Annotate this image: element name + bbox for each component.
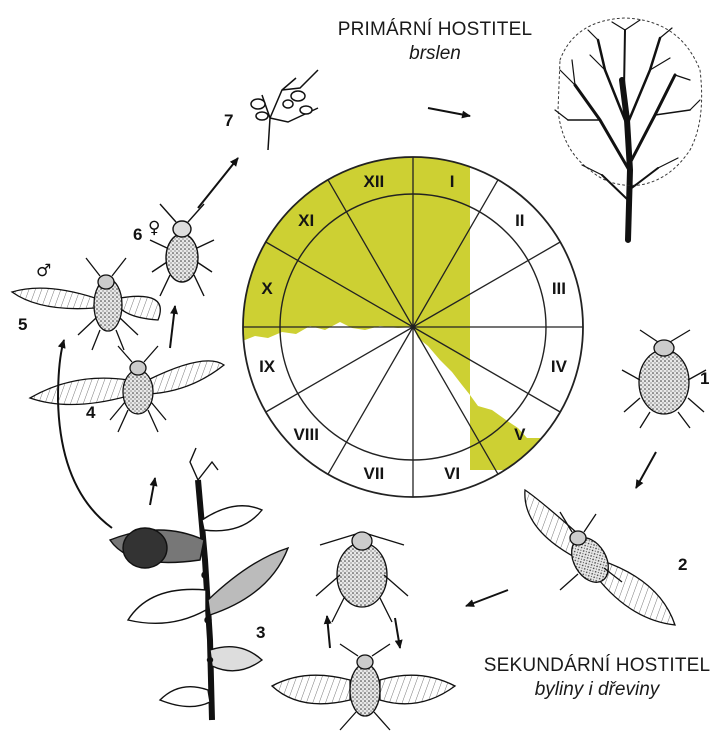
- tree-illustration: [555, 18, 702, 240]
- month-label-xii: XII: [364, 172, 385, 191]
- month-label-iii: III: [552, 279, 566, 298]
- month-label-iv: IV: [551, 357, 568, 376]
- month-label-v: V: [514, 425, 526, 444]
- arrow-to-tree: [428, 108, 470, 116]
- host-plant-branch-illustration: [110, 448, 288, 720]
- arrow-morph-down: [395, 618, 400, 648]
- arrow-3-up: [150, 478, 155, 505]
- arrow-morph-up: [327, 616, 330, 648]
- primary-host-caption: PRIMÁRNÍ HOSTITEL brslen: [320, 18, 550, 66]
- stage-3-number: 3: [256, 623, 265, 642]
- secondary-host-species: byliny i dřeviny: [468, 678, 726, 702]
- month-label-ix: IX: [259, 357, 276, 376]
- winged-aphid-summer-illustration: [272, 644, 455, 730]
- egg-on-twig-illustration: [251, 70, 318, 150]
- male-winged-aphid-illustration: [12, 258, 160, 350]
- primary-host-species: brslen: [320, 42, 550, 66]
- winged-migrant-aphid-illustration: [525, 490, 675, 625]
- stage-7-number: 7: [224, 111, 233, 130]
- month-label-viii: VIII: [293, 425, 319, 444]
- female-symbol: ♀: [148, 218, 160, 238]
- stage-1-number: 1: [700, 369, 709, 388]
- arrow-6-to-7: [198, 158, 238, 208]
- month-label-vi: VI: [444, 464, 460, 483]
- secondary-host-title: SEKUNDÁRNÍ HOSTITEL: [468, 654, 726, 678]
- primary-host-title: PRIMÁRNÍ HOSTITEL: [320, 18, 550, 42]
- month-label-x: X: [261, 279, 273, 298]
- stage-4-number: 4: [86, 403, 96, 422]
- stage-2-number: 2: [678, 555, 687, 574]
- wingless-aphid-illustration: [316, 532, 408, 622]
- secondary-host-caption: SEKUNDÁRNÍ HOSTITEL byliny i dřeviny: [468, 654, 726, 702]
- month-label-i: I: [450, 172, 455, 191]
- arrow-2-to-3: [466, 590, 508, 606]
- stage-5-number: 5: [18, 315, 27, 334]
- arrow-3-to-5: [58, 340, 112, 528]
- month-label-xi: XI: [298, 211, 314, 230]
- stage-6-number: 6: [133, 225, 142, 244]
- male-symbol: ♂: [36, 261, 51, 281]
- arrow-1-to-2: [636, 452, 656, 488]
- month-label-vii: VII: [364, 464, 385, 483]
- arrow-4-to-6: [170, 306, 175, 348]
- month-label-ii: II: [515, 211, 524, 230]
- stem-mother-aphid-illustration: [622, 330, 706, 428]
